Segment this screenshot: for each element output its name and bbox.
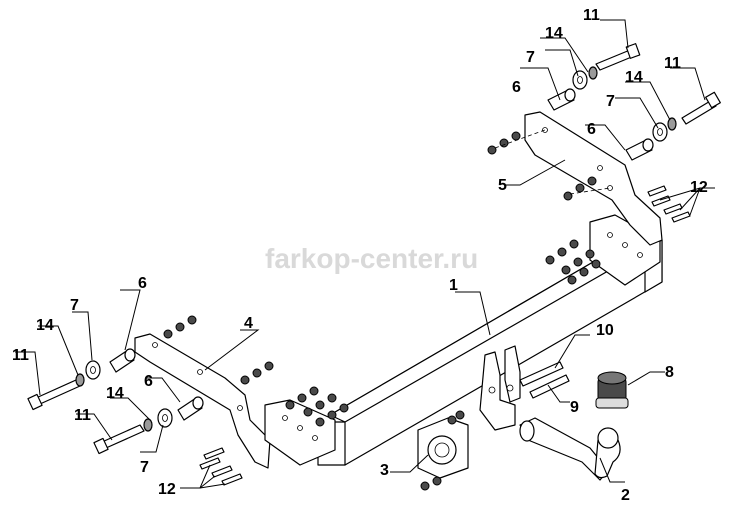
callout-4: 4 bbox=[244, 315, 253, 332]
tow-ball-neck bbox=[519, 417, 621, 481]
callout-14-left-a: 14 bbox=[36, 317, 54, 334]
center-right-nuts bbox=[545, 239, 601, 285]
callout-3: 3 bbox=[380, 462, 389, 479]
callout-10: 10 bbox=[596, 322, 614, 339]
tow-ball-cap bbox=[595, 371, 629, 409]
callout-1: 1 bbox=[449, 277, 458, 294]
left-side-plate bbox=[264, 399, 336, 466]
left-bracket bbox=[134, 333, 271, 469]
callout-14-upper-right-a: 14 bbox=[545, 25, 563, 42]
callout-12-right: 12 bbox=[690, 179, 708, 196]
callout-7-left-b: 7 bbox=[140, 459, 149, 476]
upper-right-hardware bbox=[547, 66, 677, 161]
right-short-bolts bbox=[647, 185, 691, 223]
callout-11-left-b: 11 bbox=[74, 407, 91, 424]
callout-7-upper-right-a: 7 bbox=[526, 49, 535, 66]
right-bracket-nuts bbox=[487, 129, 611, 201]
callout-6-upper-right-b: 6 bbox=[587, 121, 596, 138]
left-hardware bbox=[75, 348, 204, 432]
callout-5: 5 bbox=[498, 177, 507, 194]
watermark-text: farkop-center.ru bbox=[265, 243, 478, 274]
callout-6-upper-right-a: 6 bbox=[512, 79, 521, 96]
callout-11-upper-right-b: 11 bbox=[664, 55, 681, 72]
callout-7-upper-right-b: 7 bbox=[606, 93, 615, 110]
left-bolt-b bbox=[93, 424, 145, 455]
callout-9: 9 bbox=[570, 399, 579, 416]
callout-2: 2 bbox=[621, 487, 630, 504]
center-hitch-mount bbox=[479, 345, 570, 431]
callout-14-left-b: 14 bbox=[106, 385, 124, 402]
socket-plate bbox=[417, 410, 469, 491]
upper-right-bolt-b bbox=[681, 91, 721, 125]
callout-6-left-a: 6 bbox=[138, 275, 147, 292]
callout-12-left: 12 bbox=[158, 481, 176, 498]
callout-labels: 1 2 3 4 5 6 6 6 6 7 7 7 7 8 9 10 11 11 1… bbox=[12, 7, 708, 504]
callout-14-upper-right-b: 14 bbox=[625, 69, 643, 86]
leader-lines bbox=[15, 19, 715, 489]
callout-7-left-a: 7 bbox=[70, 297, 79, 314]
callout-8: 8 bbox=[665, 364, 674, 381]
callout-11-upper-right-a: 11 bbox=[583, 7, 600, 24]
upper-right-bolt-a bbox=[595, 43, 641, 71]
callout-11-left-a: 11 bbox=[12, 347, 29, 364]
left-bolt-a bbox=[27, 379, 81, 411]
left-short-bolts bbox=[199, 447, 243, 486]
callout-6-left-b: 6 bbox=[144, 373, 153, 390]
left-bracket-nuts bbox=[163, 315, 349, 427]
